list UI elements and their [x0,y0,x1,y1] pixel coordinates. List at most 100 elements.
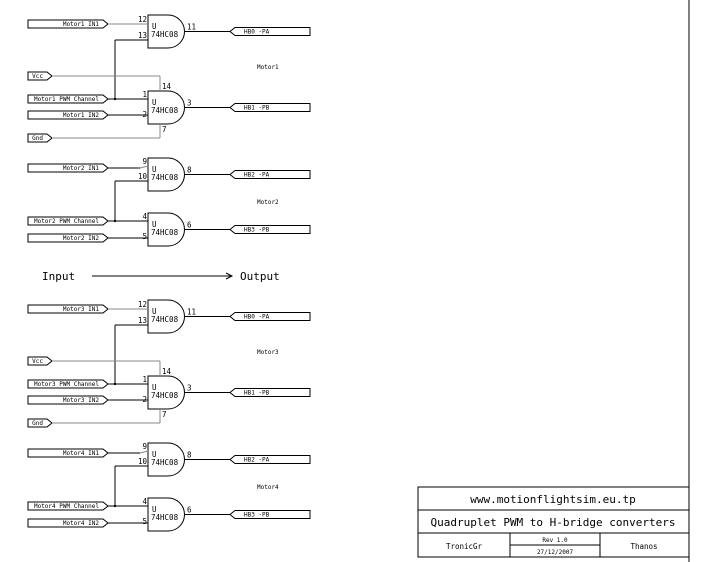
gate-a-part-ref: U [152,22,157,31]
motor-label: Motor4 [257,484,279,491]
output-a-port [229,27,311,36]
input-in1-label: Motor3 IN1 [63,306,100,313]
input-pwm-label: Motor3 PWM Channel [34,381,99,388]
pin-label: 10 [138,172,148,181]
input-in2-port [27,518,109,528]
gate-a-and-gate-symbol [147,157,185,192]
gate-a-chip-name: 74HC08 [151,30,179,39]
junction-dot [113,382,117,386]
input-in2-label: Motor3 IN2 [63,397,100,404]
gate-b-chip-name: 74HC08 [151,513,179,522]
pin-label: 8 [187,451,192,460]
output-b-port [229,510,311,519]
pin-label: 13 [138,316,147,325]
pin-label: 3 [187,384,192,393]
output-a-port [229,170,311,179]
input-in1-label: Motor4 IN1 [63,450,100,457]
input-in2-label: Motor4 IN2 [63,520,100,527]
pin-label: 4 [142,212,147,221]
output-a-label: HB2 -PA [244,457,270,464]
output-b-port [229,225,311,234]
input-vcc-port [27,356,53,366]
output-a-label: HB0 -PA [244,29,270,36]
flow-input-label: Input [42,270,75,283]
pin-label: 7 [162,410,167,419]
gate-a-and-gate-symbol [147,14,185,49]
flow-arrow-head-icon [225,272,234,280]
gate-b-and-gate-symbol [147,375,185,410]
gate-a-and-gate-symbol [147,299,185,334]
input-gnd-label: Gnd [32,420,43,427]
pin-label: 1 [142,90,147,99]
gate-a-part-ref: U [152,307,157,316]
output-b-port [229,103,311,112]
title-block-rev: Rev 1.0 [542,537,568,544]
pin-label: 2 [142,395,147,404]
pin-label: 9 [142,157,147,166]
pin-label: 4 [142,497,147,506]
input-pwm-label: Motor4 PWM Channel [34,503,99,510]
gate-a-chip-name: 74HC08 [151,315,179,324]
wire [139,450,149,454]
pin-label: 1 [142,375,147,384]
input-in2-port [27,110,109,120]
output-a-port [229,312,311,321]
motor-label: Motor3 [257,349,279,356]
input-gnd-port [27,133,53,143]
input-gnd-port [27,418,53,428]
input-in1-port [27,19,109,29]
title-block-author: Thanos [630,542,657,551]
pin-label: 11 [187,308,196,317]
gate-b-and-gate-symbol [147,212,185,247]
gate-b-part-ref: U [152,98,157,107]
title-block: www.motionflightsim.eu.tp Quadruplet PWM… [417,486,690,558]
input-in2-port [27,395,109,405]
input-in1-port [27,304,109,314]
motor-label: Motor2 [257,199,279,206]
gate-a-chip-name: 74HC08 [151,173,179,182]
input-in2-label: Motor2 IN2 [63,235,100,242]
pin-label: 6 [187,506,192,515]
output-b-label: HB1 -PB [244,390,270,397]
gate-b-part-ref: U [152,383,157,392]
pin-label: 7 [162,125,167,134]
input-in1-port [27,448,109,458]
junction-dot [113,504,117,508]
input-vcc-port [27,71,53,81]
input-vcc-label: Vcc [32,73,43,80]
pin-label: 5 [142,517,147,526]
title-block-frame [417,486,690,558]
pin-label: 13 [138,31,147,40]
input-pwm-port [27,94,109,104]
motor-label: Motor1 [257,64,279,71]
input-pwm-label: Motor2 PWM Channel [34,218,99,225]
flow-output-label: Output [240,270,280,283]
output-b-port [229,388,311,397]
gate-a-chip-name: 74HC08 [151,458,179,467]
input-in2-port [27,233,109,243]
title-block-date: 27/12/2007 [537,549,574,556]
input-pwm-port [27,216,109,226]
gate-a-part-ref: U [152,165,157,174]
gate-b-part-ref: U [152,220,157,229]
input-pwm-label: Motor1 PWM Channel [34,96,99,103]
gate-a-and-gate-symbol [147,442,185,477]
output-a-port [229,455,311,464]
output-a-label: HB0 -PA [244,314,270,321]
junction-dot [113,97,117,101]
title-block-url: www.motionflightsim.eu.tp [470,493,636,506]
pin-label: 6 [187,221,192,230]
gate-a-part-ref: U [152,450,157,459]
input-in1-port [27,163,109,173]
output-b-label: HB1 -PB [244,105,270,112]
input-pwm-port [27,501,109,511]
title-block-title: Quadruplet PWM to H-bridge converters [430,516,675,529]
input-in1-label: Motor2 IN1 [63,165,100,172]
title-block-company: TronicGr [446,542,483,551]
pin-label: 8 [187,166,192,175]
